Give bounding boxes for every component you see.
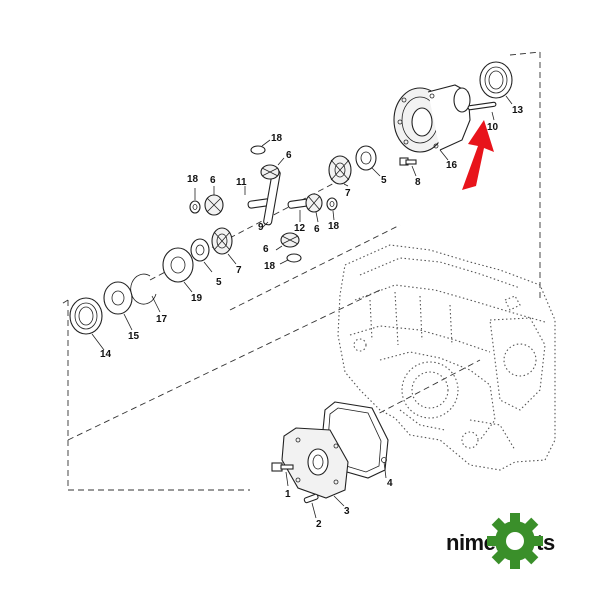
part-6-pinion-upper — [260, 157, 285, 180]
label-part-6-lower: 6 — [263, 244, 269, 255]
label-part-18-left: 18 — [187, 174, 199, 185]
part-2-pin — [303, 493, 319, 519]
label-part-5-upper: 5 — [381, 175, 387, 186]
part-16-differential-case — [393, 84, 471, 161]
label-part-15: 15 — [128, 331, 140, 342]
part-7-side-gear-upper — [328, 155, 352, 187]
label-part-10: 10 — [487, 122, 499, 133]
label-part-2: 2 — [316, 519, 322, 530]
label-part-1: 1 — [285, 489, 291, 500]
label-part-12: 12 — [294, 223, 306, 234]
label-part-6-right: 6 — [314, 224, 320, 235]
transmission-housing — [337, 244, 556, 471]
label-part-3: 3 — [344, 506, 350, 517]
part-5-washer-upper — [355, 145, 381, 177]
part-18-washer-upper — [250, 139, 271, 155]
callout-arrow — [462, 120, 494, 190]
part-18-washer-lower — [279, 253, 302, 265]
part-13-seal — [479, 61, 513, 105]
part-14-seal — [69, 297, 105, 351]
part-5-washer-lower — [190, 238, 213, 273]
label-part-8: 8 — [415, 177, 421, 188]
brand-logo: nimerparts — [446, 513, 555, 569]
part-6-pinion-lower — [275, 232, 300, 251]
part-6-pinion-right — [305, 193, 323, 223]
label-part-11: 11 — [236, 177, 247, 188]
part-labels: 1 2 3 4 5 5 6 6 6 6 7 7 8 9 10 11 12 13 … — [100, 105, 524, 530]
part-18-washer-right — [326, 197, 338, 221]
label-part-7-lower: 7 — [236, 265, 242, 276]
label-part-7-upper: 7 — [345, 188, 351, 199]
gear-icon — [487, 513, 543, 569]
part-10-pin — [467, 101, 497, 121]
label-part-9: 9 — [258, 222, 264, 233]
label-part-18-upper: 18 — [271, 133, 283, 144]
part-3-cover-plate — [281, 427, 349, 507]
label-part-4: 4 — [387, 478, 393, 489]
part-1-bolt — [271, 462, 294, 487]
label-part-14: 14 — [100, 349, 112, 360]
part-18-washer-left — [189, 188, 201, 214]
label-part-13: 13 — [512, 105, 524, 116]
label-part-17: 17 — [156, 314, 168, 325]
label-part-18-right: 18 — [328, 221, 340, 232]
part-17-snap-ring — [130, 273, 161, 313]
label-part-6-upper: 6 — [286, 150, 292, 161]
label-part-5-lower: 5 — [216, 277, 222, 288]
part-7-side-gear-lower — [211, 227, 237, 265]
label-part-16: 16 — [446, 160, 458, 171]
part-15-washer — [103, 281, 133, 331]
part-8-bolt — [399, 157, 417, 177]
label-part-18-lower: 18 — [264, 261, 276, 272]
part-6-pinion-left — [204, 186, 224, 216]
part-19-thrust-washer — [162, 247, 194, 293]
part-11-shaft — [244, 186, 271, 209]
label-part-6-left: 6 — [210, 175, 216, 186]
label-part-19: 19 — [191, 293, 203, 304]
